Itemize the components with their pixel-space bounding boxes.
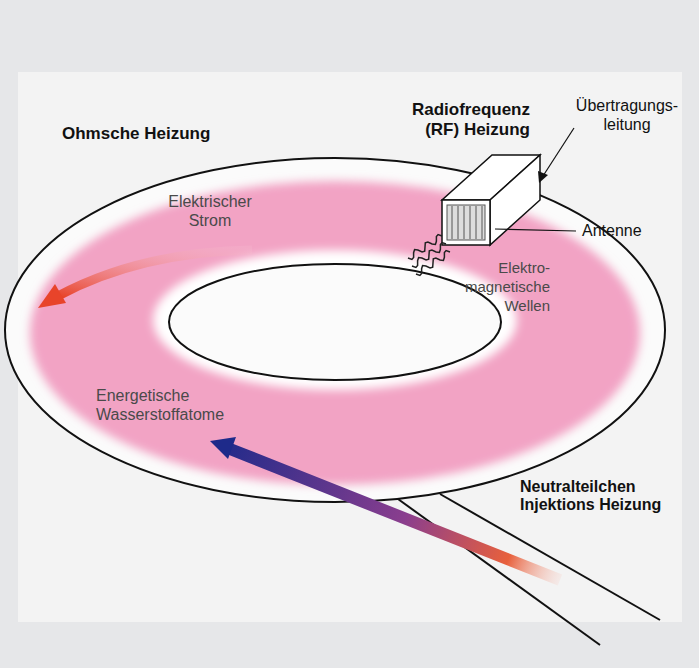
wave-label: Elektro- magnetische Wellen xyxy=(450,258,550,315)
flow-label: Elektrischer Strom xyxy=(155,192,265,230)
part-label: Übertragungs- leitung xyxy=(566,96,688,134)
leader-line xyxy=(543,128,574,176)
heating-title: Ohmsche Heizung xyxy=(62,124,262,144)
heating-title: Radiofrequenz (RF) Heizung xyxy=(398,100,530,140)
heating-title: Neutralteilchen Injektions Heizung xyxy=(520,478,662,514)
duct-wall xyxy=(398,499,600,645)
leader-head xyxy=(538,171,548,183)
leader-line xyxy=(495,229,576,231)
plasma-torus xyxy=(30,181,640,485)
particle-label: Energetische Wasserstoffatome xyxy=(96,386,246,424)
part-label: Antenne xyxy=(582,221,682,240)
beam-head xyxy=(210,437,236,459)
rf-launcher xyxy=(442,155,540,245)
vessel-outline xyxy=(5,158,665,502)
panel xyxy=(18,72,682,622)
current-head xyxy=(38,284,66,308)
torus-hole xyxy=(153,250,517,390)
neutral-beam xyxy=(230,449,560,580)
em-waves xyxy=(408,235,450,276)
inner-wall xyxy=(169,264,501,380)
current-arrow xyxy=(58,250,252,296)
